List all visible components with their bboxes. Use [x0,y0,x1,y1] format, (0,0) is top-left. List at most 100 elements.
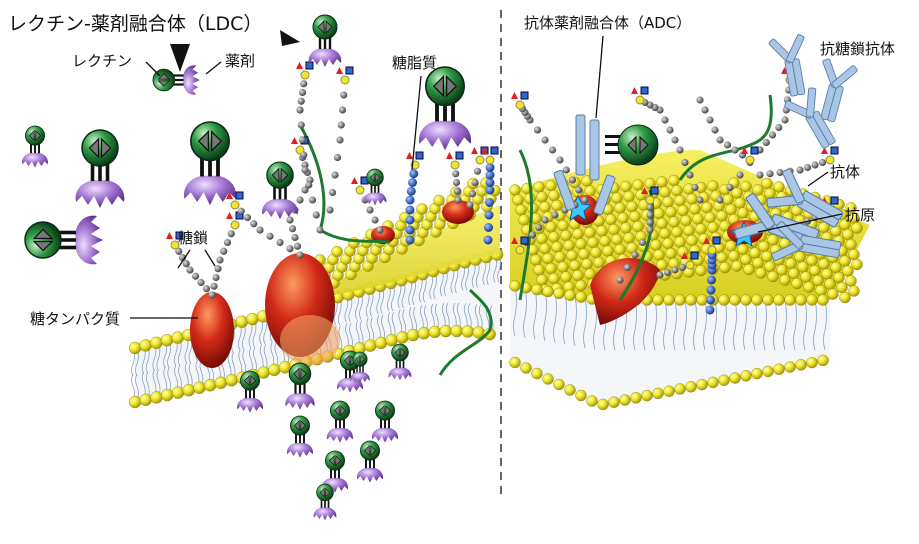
lipid-head [779,274,791,286]
labels: レクチン-薬剤融合体（LDC） レクチン 薬剤 糖脂質 糖鎖 糖タンパク質 抗体… [8,13,895,328]
lipid-head [668,174,680,187]
lipid-head [725,203,737,216]
lipid-head [545,262,557,275]
lipid-head [671,226,683,238]
linker [374,184,376,193]
lipid-head [518,214,530,226]
linker [303,382,306,394]
galactose-icon [635,95,645,105]
lipid-head [729,294,741,306]
lipid-head [128,395,142,409]
lipid-head [773,363,785,375]
lectin-drug-conjugate [286,415,314,458]
lipid-head [839,255,851,267]
linker [356,365,358,373]
lipid-head [542,373,554,385]
lipid-head [548,189,560,202]
galactose-icon [745,155,755,165]
lipid-tail [523,287,527,338]
ldc-pointer-arrow-right [280,30,300,46]
lipid-head [575,389,587,402]
lipid-head [536,191,548,203]
linker [370,184,373,193]
lipid-head [743,263,755,276]
lipid-head [396,331,409,344]
linker [320,499,323,508]
lipid-tail [573,295,577,347]
glcnac-icon [235,191,244,200]
lectin-drug-conjugate [363,168,387,206]
lipid-head [630,392,642,404]
lipid-head [689,203,701,215]
lectin-drug-conjugate [236,370,264,413]
lipid-tail [663,299,667,351]
lipid-head [683,224,695,237]
glycolipid-label: 糖脂質 [392,54,437,72]
lipid-head [686,234,698,247]
lipid-head [632,220,644,233]
lipid-head [674,236,686,248]
linker [435,102,439,122]
lipid-head [586,395,598,407]
lipid-head [737,207,749,219]
lipid-head [803,281,815,293]
linker [90,163,95,181]
lipid-head [605,213,617,226]
lectin-drug-conjugate [308,14,342,67]
drug-triangle-icon [363,445,377,457]
lipid-head [551,241,563,253]
lipid-head [762,294,774,306]
lipid-tail [673,299,677,351]
lipid-head [572,228,584,240]
linker [200,157,204,177]
fucose-icon [511,92,518,99]
lipid-head [685,294,697,306]
lipid-head [548,272,560,285]
glcnac-icon [490,146,499,155]
lipid-head [584,185,596,197]
drug-icon [289,415,311,436]
lipid-head [842,265,854,277]
lipid-head [728,250,740,262]
galactose-icon [230,220,240,230]
lipid-head [536,232,548,245]
lipid-head [575,238,587,250]
drug-triangle-icon [197,130,223,153]
lipid-head [815,284,827,297]
linker [443,102,447,122]
glcnac-icon [520,236,529,245]
lipid-head [161,388,174,402]
anti-glycan-antibody-label: 抗糖鎖抗体 [820,40,895,58]
lipid-head [659,227,671,240]
lipid-head [762,365,774,378]
antibody-icon [820,58,858,123]
lipid-head [560,271,572,283]
lectin-icon [75,215,103,265]
lipid-head [659,186,671,198]
lipid-tail [683,299,687,351]
lipid-head [701,201,713,214]
lipid-head [707,221,719,234]
fucose-icon [291,137,298,144]
linker [345,368,347,379]
lipid-head [686,193,698,205]
lipid-head [619,394,631,406]
antibody-drug-conjugate [553,114,659,216]
linker [295,433,297,444]
lipid-head [509,280,521,292]
linker [58,245,76,250]
antibody-label: 抗体 [830,163,860,181]
drug-icon [359,440,381,461]
glycan-chain [446,151,464,204]
lipid-head [652,294,664,306]
linker [399,359,401,368]
lipid-head [680,214,692,227]
lipid-head [758,240,770,253]
glcnac-icon [690,251,699,260]
lipid-head [791,277,803,290]
antibody-icon [768,34,806,97]
lectin-drug-conjugate [388,343,412,381]
lectin-icon [326,427,354,443]
linker [388,418,390,429]
lipid-head [515,204,527,216]
